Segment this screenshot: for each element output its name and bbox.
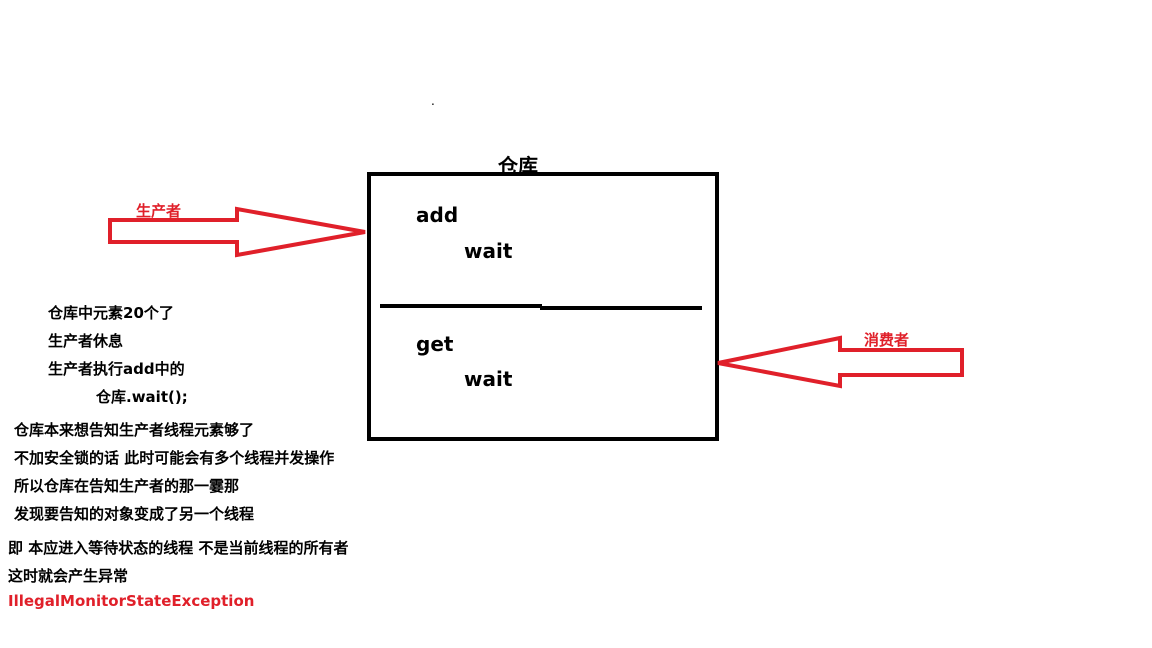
get-wait-label: wait — [464, 367, 513, 391]
note-middle-1: 仓库本来想告知生产者线程元素够了 — [14, 421, 255, 439]
note-left-4: 仓库.wait(); — [96, 388, 188, 406]
producer-arrow — [108, 206, 366, 258]
get-method-label: get — [416, 332, 454, 356]
note-bottom-1: 即 本应进入等待状态的线程 不是当前线程的所有者 — [8, 539, 349, 557]
add-wait-label: wait — [464, 239, 513, 263]
note-bottom-2: 这时就会产生异常 — [8, 567, 129, 585]
note-middle-3: 所以仓库在告知生产者的那一霎那 — [14, 477, 240, 495]
note-middle-2: 不加安全锁的话 此时可能会有多个线程并发操作 — [14, 449, 335, 467]
warehouse-divider-right — [540, 306, 702, 310]
note-left-3: 生产者执行add中的 — [48, 360, 185, 378]
consumer-arrow — [717, 335, 964, 389]
stray-dot: . — [431, 94, 435, 108]
note-left-1: 仓库中元素20个了 — [48, 304, 174, 322]
warehouse-box — [367, 172, 719, 441]
warehouse-divider-left — [380, 304, 542, 308]
producer-label: 生产者 — [136, 202, 182, 220]
note-middle-4: 发现要告知的对象变成了另一个线程 — [14, 505, 255, 523]
consumer-label: 消费者 — [864, 331, 910, 349]
add-method-label: add — [416, 203, 459, 227]
note-left-2: 生产者休息 — [48, 332, 124, 350]
exception-name: IllegalMonitorStateException — [8, 592, 255, 610]
